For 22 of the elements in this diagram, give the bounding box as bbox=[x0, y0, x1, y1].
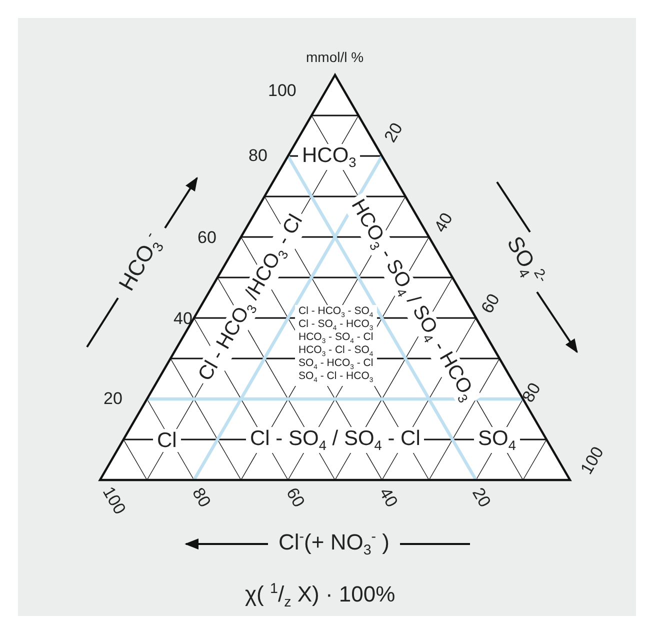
tick-label: 20 bbox=[104, 390, 122, 406]
region-label: SO$_{4}$ - Cl - HCO$_{3}$ bbox=[294, 370, 378, 386]
tick-label: 80 bbox=[188, 484, 214, 510]
tick-label: 100 bbox=[100, 483, 129, 517]
region-label: Cl - SO$_{4}$ / SO$_{4}$ - Cl bbox=[246, 426, 424, 454]
tick-label: 100 bbox=[578, 443, 607, 477]
tick-label: 40 bbox=[430, 210, 456, 234]
tick-label: 60 bbox=[198, 228, 216, 246]
axis-title: Cl$^{-}$(+ NO$_{3}$$^{-}$ ) bbox=[278, 530, 390, 558]
tick-label: 100 bbox=[268, 82, 296, 98]
tick-label: 40 bbox=[174, 310, 192, 326]
region-label: HCO$_{3}$ bbox=[298, 144, 360, 170]
tick-label: 40 bbox=[376, 484, 400, 510]
tick-label: 20 bbox=[468, 484, 494, 510]
region-label: Cl bbox=[153, 428, 181, 452]
tick-label: 80 bbox=[518, 380, 544, 404]
region-label: SO$_{4}$ bbox=[474, 426, 520, 454]
unit-label: mmol/l % bbox=[306, 50, 364, 64]
tick-label: 60 bbox=[282, 484, 308, 510]
formula: χ( $^{1}$/$_{z}$ X) · 100% bbox=[245, 582, 396, 610]
tick-label: 20 bbox=[380, 120, 406, 144]
tick-label: 80 bbox=[248, 146, 268, 164]
